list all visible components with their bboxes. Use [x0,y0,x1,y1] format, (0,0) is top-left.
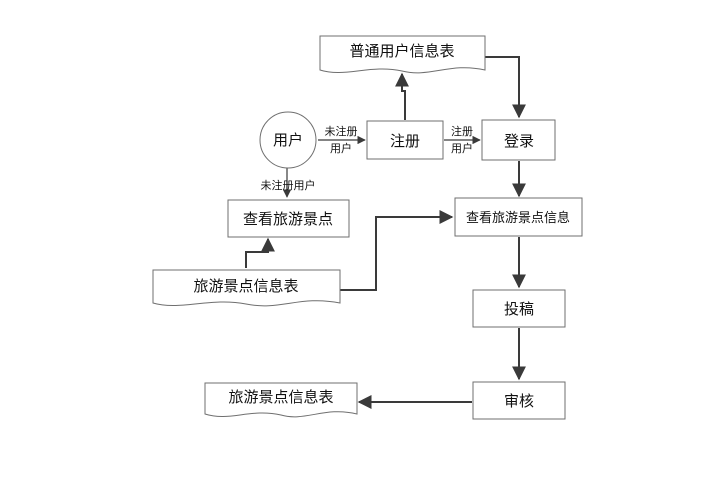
review-node: 审核 [472,381,566,420]
submit-label: 投稿 [504,300,534,318]
user-label: 用户 [273,131,303,149]
view-spots-label: 查看旅游景点 [243,210,333,228]
edge-spot-table-to-spot-info [340,210,454,291]
review-label: 审核 [504,392,534,410]
login-label: 登录 [504,132,534,150]
register-label: 注册 [390,132,420,150]
view-spot-info-node: 查看旅游景点信息 [454,197,583,237]
edge-label-registered: 注册 [451,124,473,138]
user-node: 用户 [259,111,317,169]
login-node: 登录 [481,119,556,161]
edge-label-user: 用户 [330,141,352,155]
spot-table-left-label: 旅游景点信息表 [193,277,298,295]
user-info-table-label: 普通用户信息表 [349,42,454,60]
spot-table-bottom-node: 旅游景点信息表 [204,382,358,418]
user-info-table-node: 普通用户信息表 [319,35,486,74]
view-spot-info-label: 查看旅游景点信息 [466,210,570,226]
edge-label-unregistered-user: 未注册用户 [261,178,316,192]
view-spots-node: 查看旅游景点 [227,199,350,238]
submit-node: 投稿 [472,289,566,328]
edge-label-unregistered: 未注册 [325,124,358,138]
edge-user-table-to-login [485,56,526,119]
edge-spot-table-to-view-spots [245,237,275,268]
edge-register-to-user-table [395,72,409,120]
edge-label-user-2: 用户 [451,141,473,155]
spot-table-left-node: 旅游景点信息表 [152,269,341,307]
spot-table-bottom-label: 旅游景点信息表 [228,388,333,406]
register-node: 注册 [366,120,444,160]
